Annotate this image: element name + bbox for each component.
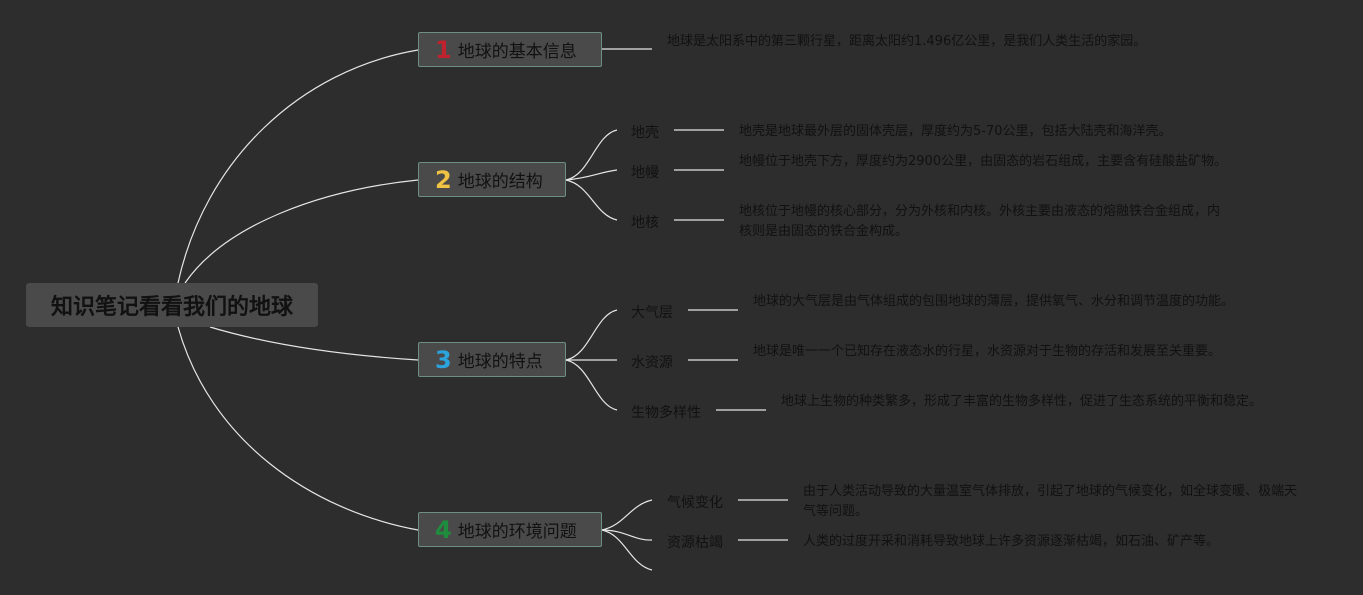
- desc-climate: 由于人类活动导致的大量温室气体排放，引起了地球的气候变化，如全球变暖、极端天气等…: [803, 484, 1298, 519]
- branch-basic-info[interactable]: 1 地球的基本信息: [418, 32, 602, 67]
- desc-water: 地球是唯一一个已知存在液态水的行星，水资源对于生物的存活和发展至关重要。: [753, 344, 1222, 359]
- branch-title: 地球的环境问题: [457, 522, 577, 542]
- branch-title: 地球的结构: [457, 172, 543, 192]
- desc-biodiversity: 地球上生物的种类繁多，形成了丰富的生物多样性，促进了生态系统的平衡和稳定。: [781, 394, 1263, 409]
- desc-crust: 地壳是地球最外层的固体壳层，厚度约为5-70公里，包括大陆壳和海洋壳。: [739, 124, 1172, 139]
- sub-topic-core[interactable]: 地核: [631, 215, 659, 231]
- link-root-branch-3: [209, 326, 419, 361]
- sub-topic-biodiversity[interactable]: 生物多样性: [631, 405, 701, 421]
- sub-topic-atmosphere[interactable]: 大气层: [631, 305, 673, 321]
- link-branch-4-extra: [601, 529, 653, 571]
- sub-topic-mantle[interactable]: 地幔: [631, 165, 659, 181]
- link-root-branch-1: [177, 49, 419, 284]
- branch-title: 地球的基本信息: [457, 42, 577, 62]
- desc-mantle: 地幔位于地壳下方，厚度约为2900公里，由固态的岩石组成，主要含有硅酸盐矿物。: [739, 154, 1228, 169]
- link-branch-3-atmos: [565, 309, 618, 361]
- number-badge-2: 2: [435, 165, 452, 194]
- number-badge-1: 1: [435, 35, 452, 64]
- sub-topic-water[interactable]: 水资源: [631, 355, 673, 371]
- link-branch-4-resource: [601, 529, 653, 541]
- number-badge-4: 4: [435, 515, 452, 544]
- branch-structure[interactable]: 2 地球的结构: [418, 162, 566, 197]
- link-root-branch-2: [184, 179, 419, 284]
- link-branch-4-climate: [601, 499, 653, 531]
- root-title: 知识笔记看看我们的地球: [50, 295, 293, 320]
- link-branch-2-core: [565, 179, 618, 221]
- branch-title: 地球的特点: [457, 352, 543, 372]
- link-branch-2-mantle: [565, 169, 618, 181]
- sub-topic-resources[interactable]: 资源枯竭: [667, 535, 723, 551]
- link-branch-3-bio: [565, 359, 618, 411]
- link-branch-2-crust: [565, 129, 618, 181]
- sub-topic-climate[interactable]: 气候变化: [667, 495, 723, 511]
- link-root-branch-4: [177, 326, 419, 531]
- desc-basic-info: 地球是太阳系中的第三颗行星，距离太阳约1.496亿公里，是我们人类生活的家园。: [667, 34, 1147, 49]
- sub-topic-crust[interactable]: 地壳: [631, 125, 659, 141]
- branch-features[interactable]: 3 地球的特点: [418, 342, 566, 377]
- branch-environment[interactable]: 4 地球的环境问题: [418, 512, 602, 547]
- desc-atmosphere: 地球的大气层是由气体组成的包围地球的薄层，提供氧气、水分和调节温度的功能。: [753, 294, 1235, 309]
- root-topic[interactable]: 知识笔记看看我们的地球: [26, 283, 318, 327]
- desc-core: 地核位于地幔的核心部分，分为外核和内核。外核主要由液态的熔融铁合金组成，内核则是…: [739, 204, 1221, 239]
- desc-resources: 人类的过度开采和消耗导致地球上许多资源逐渐枯竭，如石油、矿产等。: [803, 534, 1220, 549]
- number-badge-3: 3: [435, 345, 452, 374]
